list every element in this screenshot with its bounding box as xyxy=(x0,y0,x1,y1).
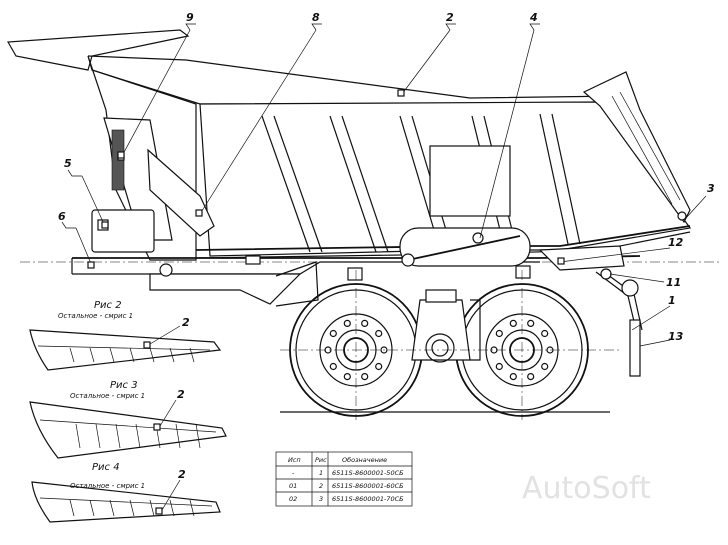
cab-protector-visor xyxy=(7,29,190,71)
variants-table: Исп Рис Обозначение - 1 6511S-8600001-50… xyxy=(275,451,413,507)
wheel-bolt xyxy=(541,362,549,371)
figure-4: Рис 4 Остальное - смрис 1 2 xyxy=(31,462,221,523)
wheel-bolt xyxy=(329,329,337,338)
figure-2-note: Остальное - смрис 1 xyxy=(58,312,133,320)
figure-rib xyxy=(189,347,195,363)
callout-labels: 9 8 2 4 5 6 3 12 11 1 13 xyxy=(58,11,715,343)
figure-3-note: Остальное - смрис 1 xyxy=(70,392,145,400)
figure-4-note: Остальное - смрис 1 xyxy=(70,482,145,490)
callout-1: 1 xyxy=(668,294,676,307)
table-cell: 3 xyxy=(319,495,323,503)
figure-rib xyxy=(149,499,155,517)
callout-4: 4 xyxy=(529,11,538,24)
figure-2-caption: Рис 2 xyxy=(94,300,122,311)
table-cell: 01 xyxy=(289,482,297,490)
figure-2: Рис 2 Остальное - смрис 1 2 xyxy=(29,300,222,371)
figure-rib xyxy=(149,347,155,363)
table-header-figure: Рис xyxy=(315,456,327,464)
wheel-bolt xyxy=(343,319,351,327)
wheel-bolt xyxy=(509,373,517,381)
wheel-bolt xyxy=(527,373,535,381)
figure-rib xyxy=(175,423,181,449)
tailgate xyxy=(582,71,691,224)
figure-rib xyxy=(89,347,95,363)
tailgate-hinge xyxy=(677,211,687,221)
callout-3: 3 xyxy=(707,182,715,195)
wheel-bolt xyxy=(375,362,383,371)
callout-6: 6 xyxy=(58,210,66,223)
table-cell: 6511S-8600001-50СБ xyxy=(332,469,404,477)
wheel-bolt xyxy=(495,362,503,371)
figure-rib xyxy=(69,499,75,517)
figure-rib xyxy=(169,347,175,363)
callout-2: 2 xyxy=(446,11,454,24)
figure-rib xyxy=(89,499,95,517)
table-cell: 02 xyxy=(289,495,297,503)
table-header-variant: Исп xyxy=(288,456,301,464)
callout-12: 12 xyxy=(668,236,684,249)
axle-center xyxy=(411,289,481,363)
figure-3-callout: 2 xyxy=(177,388,185,401)
callout-5: 5 xyxy=(64,157,72,170)
figure-rib xyxy=(189,499,195,517)
figure-2-callout: 2 xyxy=(182,316,190,329)
callout-9: 9 xyxy=(186,11,194,24)
figure-rib xyxy=(109,347,115,363)
figure-rib xyxy=(129,499,135,517)
wheel-bolt xyxy=(361,319,369,327)
figure-4-caption: Рис 4 xyxy=(92,462,120,473)
hoist-link xyxy=(399,227,531,267)
watermark: AutoSoft xyxy=(522,471,651,506)
figure-rib xyxy=(95,423,101,449)
table-cell: 2 xyxy=(319,482,323,490)
wheel-bolt xyxy=(509,319,517,327)
wheel-bolt xyxy=(541,329,549,338)
wheel-bolt xyxy=(380,346,388,354)
figure-rib xyxy=(129,347,135,363)
callout-markers xyxy=(87,89,565,269)
figure-rib xyxy=(75,423,81,449)
wheel-bolt xyxy=(361,373,369,381)
table-cell: 6511S-8600001-60СБ xyxy=(332,482,404,490)
table-cell: 1 xyxy=(319,469,323,477)
callout-8: 8 xyxy=(312,11,320,24)
figure-rib xyxy=(69,347,75,363)
figure-rib xyxy=(169,499,175,517)
table-cell: - xyxy=(292,469,295,477)
figure-3: Рис 3 Остальное - смрис 1 2 xyxy=(29,380,227,459)
figure-3-caption: Рис 3 xyxy=(110,380,138,391)
figure-4-callout: 2 xyxy=(178,468,186,481)
callout-11: 11 xyxy=(666,276,681,289)
wheel-bolt xyxy=(343,373,351,381)
wheel-bolt xyxy=(527,319,535,327)
wheel-bolt xyxy=(375,329,383,338)
wheel-bolt xyxy=(329,362,337,371)
callout-13: 13 xyxy=(668,330,684,343)
figure-rib xyxy=(135,423,141,449)
figure-rib xyxy=(195,423,201,449)
chassis-frame xyxy=(20,245,720,377)
figure-rib xyxy=(109,499,115,517)
battery-box xyxy=(91,209,155,253)
figure-rib xyxy=(115,423,121,449)
callout-leaders xyxy=(61,23,707,347)
table-header-designation: Обозначение xyxy=(342,456,387,464)
table-cell: 6511S-8600001-70СБ xyxy=(332,495,404,503)
wheel-bolt xyxy=(495,329,503,338)
dump-body xyxy=(7,29,692,261)
